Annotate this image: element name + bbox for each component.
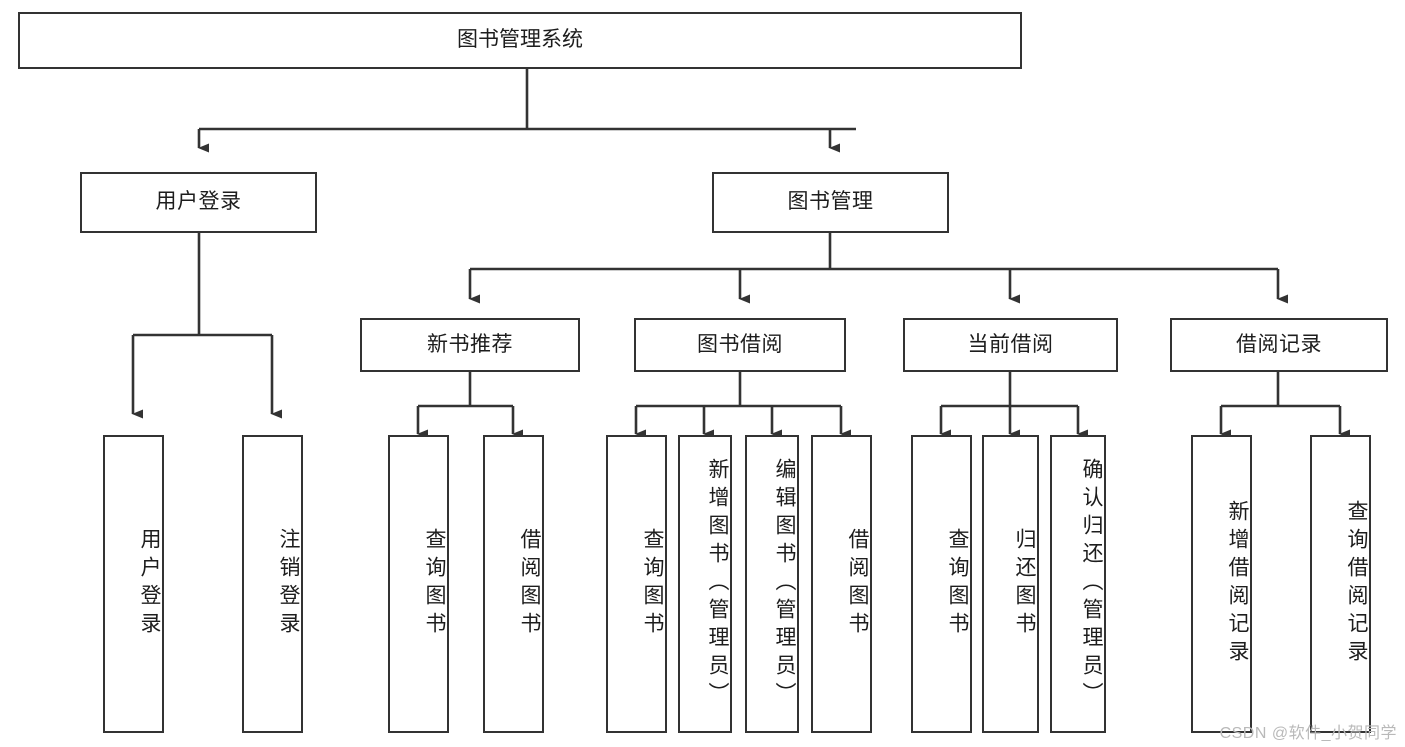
leaf-query-book-1[interactable]: 查询图书 bbox=[388, 435, 449, 733]
node-label: 查询图书 bbox=[946, 528, 969, 640]
node-label: 注销登录 bbox=[277, 528, 300, 640]
node-label: 当前借阅 bbox=[967, 332, 1054, 356]
node-label: 查询图书 bbox=[423, 528, 446, 640]
node-label: 编辑图书（管理员） bbox=[773, 458, 796, 710]
leaf-query-book-3[interactable]: 查询图书 bbox=[911, 435, 972, 733]
csdn-watermark: CSDN @软件_小贺同学 bbox=[1219, 725, 1397, 742]
node-label: 归还图书 bbox=[1013, 528, 1036, 640]
node-label: 新增借阅记录 bbox=[1226, 500, 1249, 668]
leaf-logout[interactable]: 注销登录 bbox=[242, 435, 303, 733]
node-new-book-recommend[interactable]: 新书推荐 bbox=[360, 318, 580, 372]
node-label: 新增图书（管理员） bbox=[706, 458, 729, 710]
node-label: 用户登录 bbox=[138, 528, 161, 640]
leaf-add-record[interactable]: 新增借阅记录 bbox=[1191, 435, 1252, 733]
leaf-borrow-book-1[interactable]: 借阅图书 bbox=[483, 435, 544, 733]
node-label: 新书推荐 bbox=[427, 332, 513, 356]
node-label: 借阅图书 bbox=[518, 528, 541, 640]
node-root-system[interactable]: 图书管理系统 bbox=[18, 12, 1022, 69]
leaf-borrow-book-2[interactable]: 借阅图书 bbox=[811, 435, 872, 733]
node-label: 借阅图书 bbox=[846, 528, 869, 640]
leaf-query-book-2[interactable]: 查询图书 bbox=[606, 435, 667, 733]
node-borrow-record[interactable]: 借阅记录 bbox=[1170, 318, 1388, 372]
leaf-confirm-return[interactable]: 确认归还（管理员） bbox=[1050, 435, 1106, 733]
node-label: 图书管理系统 bbox=[457, 28, 583, 52]
leaf-user-login[interactable]: 用户登录 bbox=[103, 435, 164, 733]
node-label: 图书借阅 bbox=[697, 332, 783, 356]
node-label: 借阅记录 bbox=[1236, 332, 1322, 356]
node-label: 图书管理 bbox=[787, 190, 874, 214]
node-label: 查询借阅记录 bbox=[1345, 500, 1368, 668]
node-label: 查询图书 bbox=[641, 528, 664, 640]
node-book-manage[interactable]: 图书管理 bbox=[712, 172, 949, 233]
leaf-query-record[interactable]: 查询借阅记录 bbox=[1310, 435, 1371, 733]
leaf-return-book[interactable]: 归还图书 bbox=[982, 435, 1039, 733]
node-current-borrow[interactable]: 当前借阅 bbox=[903, 318, 1118, 372]
leaf-add-book[interactable]: 新增图书（管理员） bbox=[678, 435, 732, 733]
node-user-login[interactable]: 用户登录 bbox=[80, 172, 317, 233]
node-label: 用户登录 bbox=[155, 190, 242, 214]
leaf-edit-book[interactable]: 编辑图书（管理员） bbox=[745, 435, 799, 733]
node-book-borrow[interactable]: 图书借阅 bbox=[634, 318, 846, 372]
node-label: 确认归还（管理员） bbox=[1080, 458, 1103, 710]
